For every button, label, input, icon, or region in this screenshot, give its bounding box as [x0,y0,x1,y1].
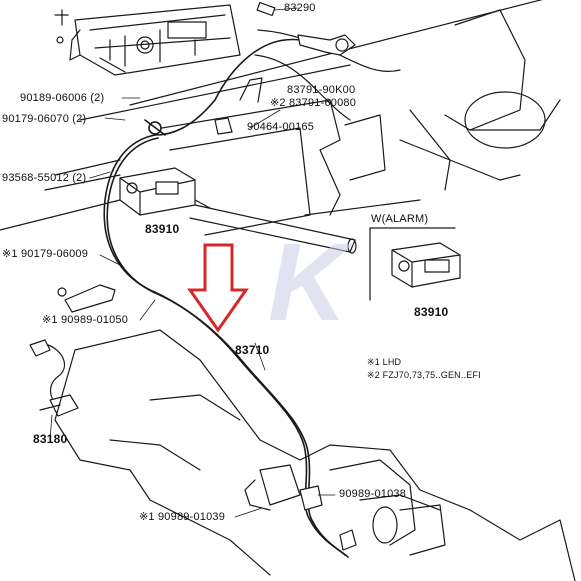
part-label-93568: 93568-55012 (2) [2,172,87,184]
part-label-90179-a: 90179-06070 (2) [2,113,87,125]
transmission-block [54,329,576,581]
indicator-arrow [187,243,249,333]
part-label-90179-b: ※1 90179-06009 [2,248,89,260]
cable-connector [256,1,356,56]
watermark: K [268,221,355,344]
part-label-90989-01038: 90989-01038 [339,488,407,500]
part-label-90989-01039: ※1 90989-01039 [139,511,226,523]
part-label-90464: 90464-00165 [247,121,315,133]
part-label-90989-01050: ※1 90989-01050 [42,314,129,326]
mounting-bracket [189,204,357,254]
speedometer-cable [103,38,349,558]
note-model: ※2 FZJ70,73,75..GEN..EFI [367,370,481,380]
buzzer-main [119,167,211,216]
part-label-83791-90k00: 83791-90K00 [287,84,356,96]
speed-sensor [29,284,116,417]
inset-title: W(ALARM) [371,213,429,225]
part-label-83910-main: 83910 [145,222,180,236]
dashboard-outline [0,0,561,236]
buzzer-alarm [391,242,461,288]
part-label-83791-60080: ※2 83791-60080 [270,97,357,109]
part-label-83710: 83710 [235,343,270,357]
part-label-83180: 83180 [33,432,68,446]
part-label-83290: 83290 [284,2,316,14]
instrument-cluster [54,4,241,76]
leader-lines [49,7,336,518]
inset-frame [369,227,456,301]
clamp [214,77,263,135]
part-label-90189: 90189-06006 (2) [20,92,105,104]
part-label-83910-alarm: 83910 [414,305,449,319]
note-lhd: ※1 LHD [367,357,402,367]
